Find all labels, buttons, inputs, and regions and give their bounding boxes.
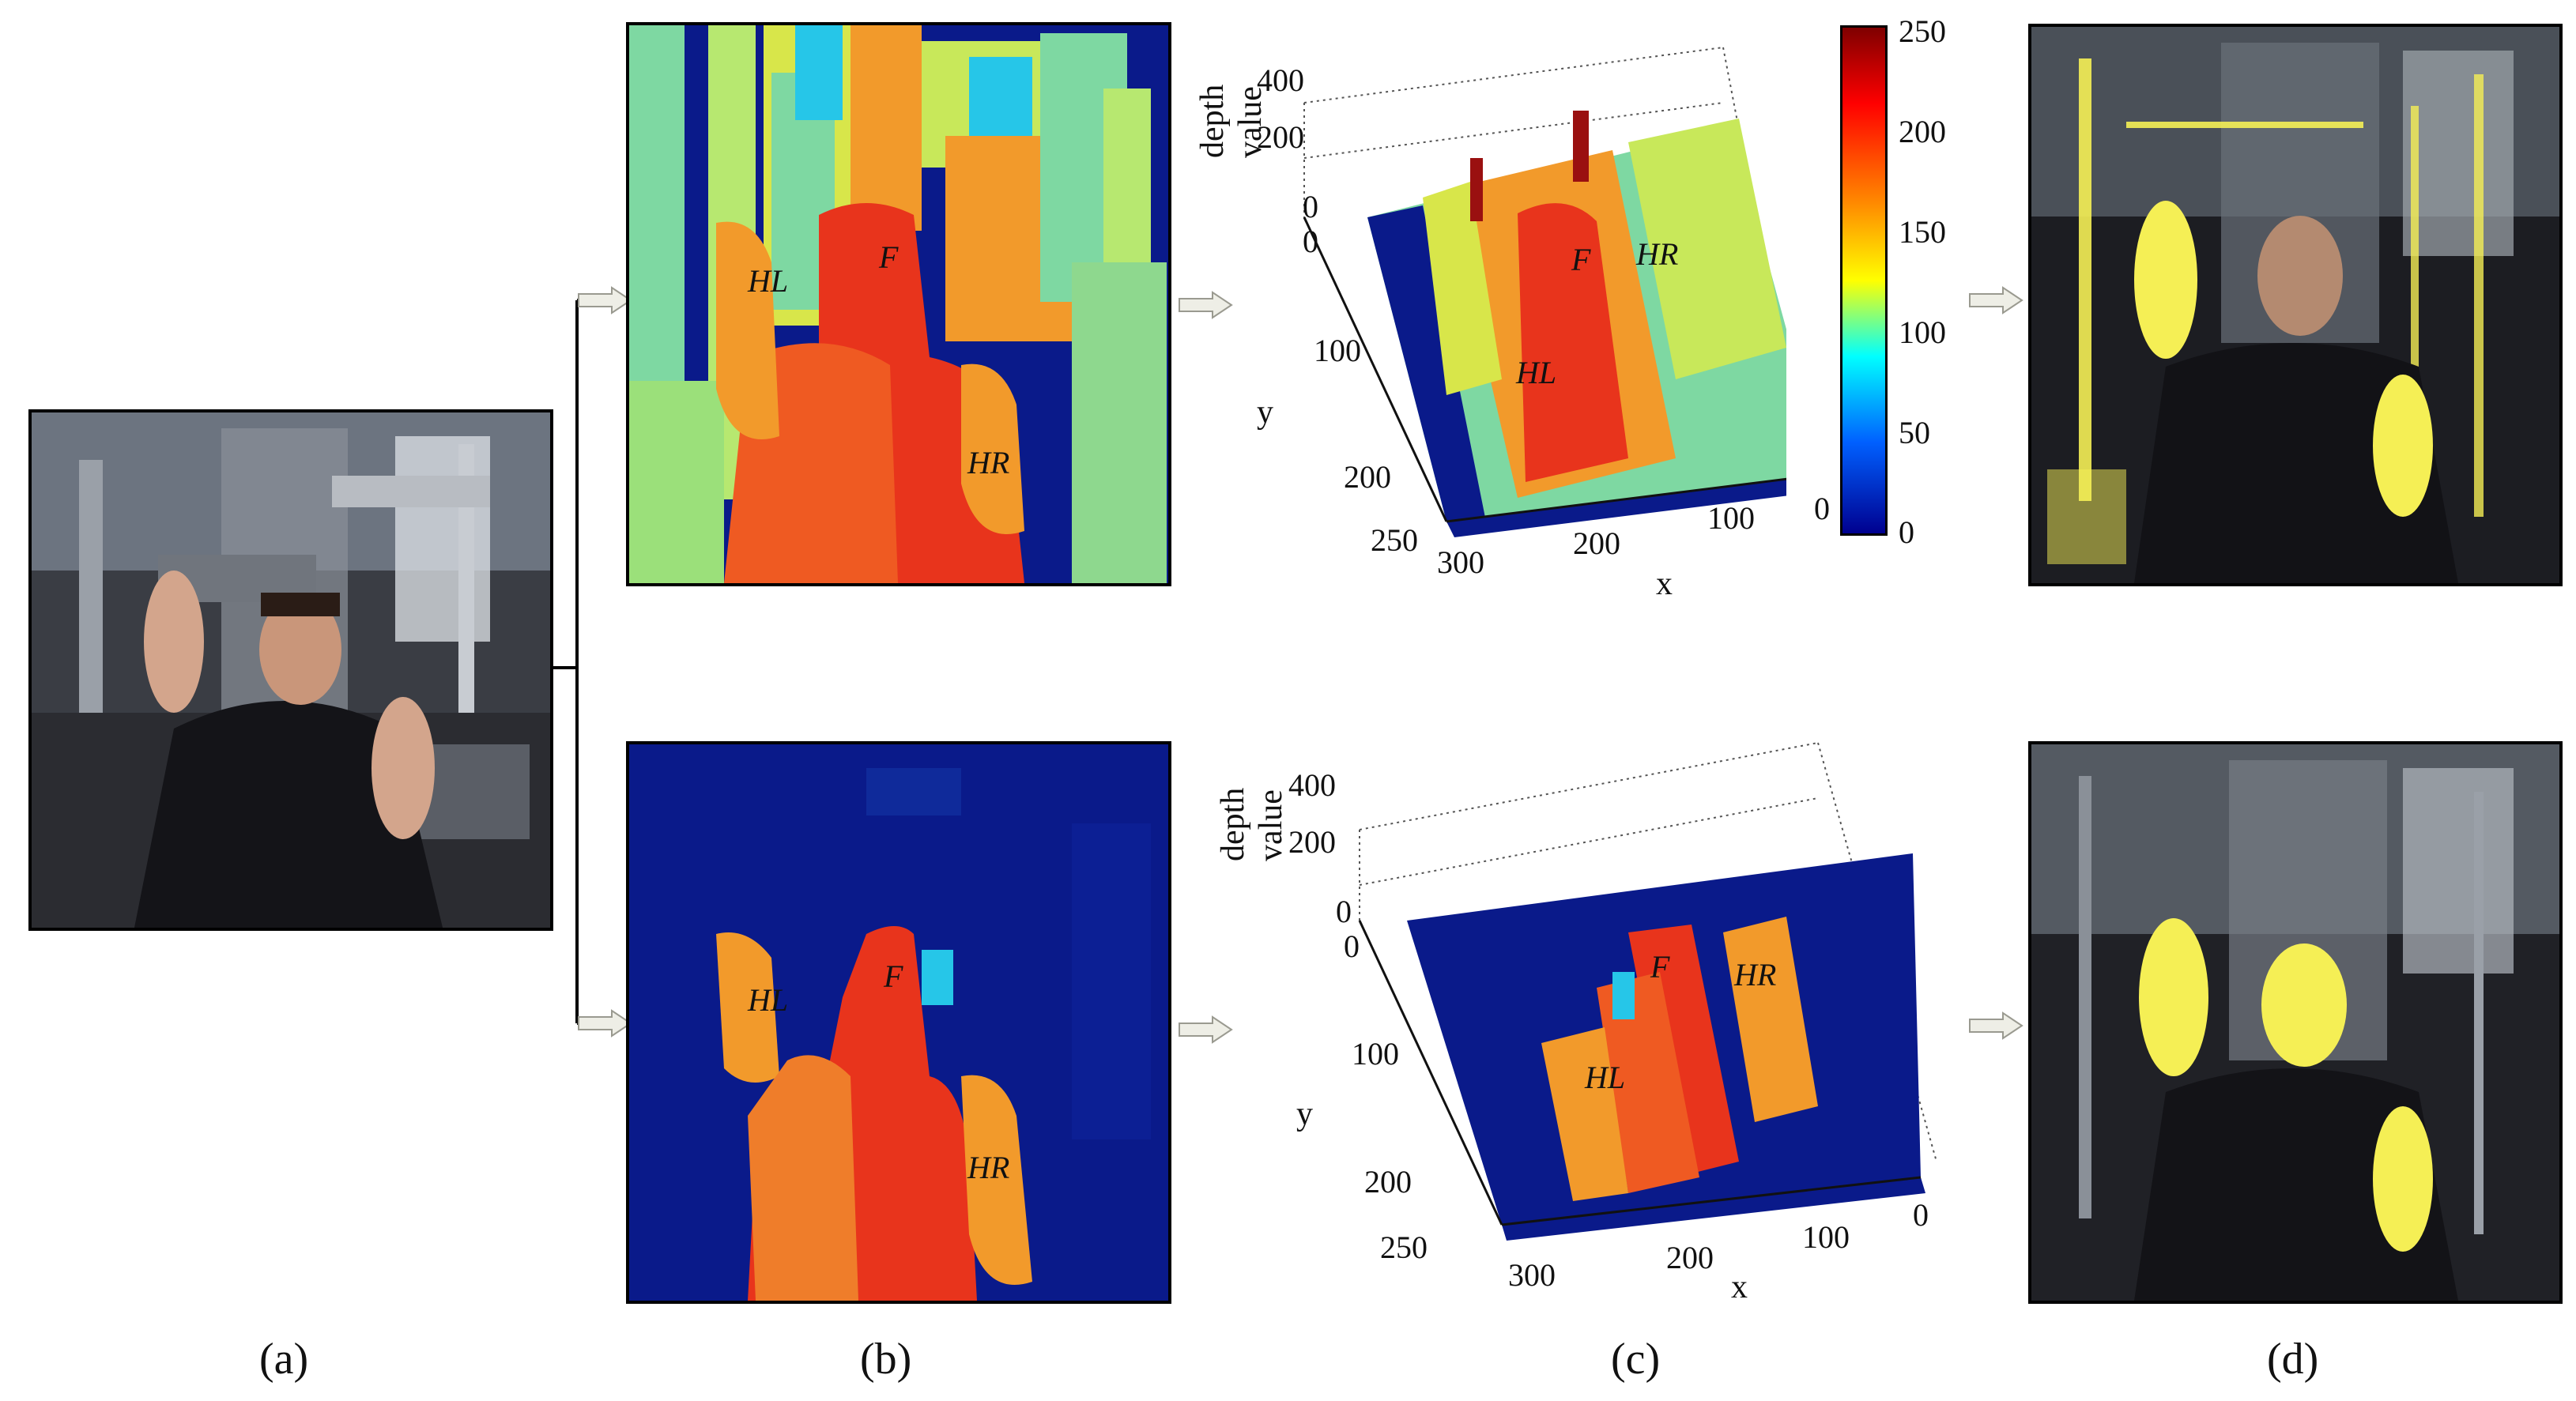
depth-map-segmented-image xyxy=(629,744,1168,1301)
panel-caption-a: (a) xyxy=(259,1335,309,1384)
colorbar xyxy=(1840,25,1888,536)
result-photo-segmented-image xyxy=(2031,744,2559,1301)
x-tick: 100 xyxy=(1707,500,1755,536)
y-tick: 100 xyxy=(1314,333,1361,368)
region-label-f: F xyxy=(879,239,899,275)
z-tick: 200 xyxy=(1257,119,1304,155)
region-label-hr: HR xyxy=(1636,236,1679,272)
y-tick: 0 xyxy=(1303,224,1318,259)
right-arrow-icon xyxy=(578,286,632,314)
y-tick: 200 xyxy=(1364,1164,1412,1200)
x-axis-title: x xyxy=(1656,566,1673,602)
y-tick: 250 xyxy=(1380,1230,1428,1265)
x-tick: 0 xyxy=(1913,1197,1929,1233)
surface-plot-raw: depth value 400 200 0 0 100 200 250 y 30… xyxy=(1186,16,1830,602)
region-label-hr: HR xyxy=(967,1150,1010,1185)
y-tick: 250 xyxy=(1371,522,1418,558)
z-tick: 400 xyxy=(1257,62,1304,98)
surface-plot-segmented: depth value 400 200 0 0 100 200 250 y 30… xyxy=(1186,735,1944,1312)
z-tick: 400 xyxy=(1288,767,1336,803)
right-arrow-icon xyxy=(1179,1015,1233,1044)
right-arrow-icon xyxy=(1969,286,2023,314)
region-label-hl: HL xyxy=(1516,355,1557,390)
x-tick: 300 xyxy=(1437,544,1484,580)
depth-map-segmented: HL F HR xyxy=(626,741,1171,1304)
z-tick: 200 xyxy=(1288,824,1336,860)
panel-caption-d: (d) xyxy=(2267,1335,2319,1384)
colorbar-tick: 100 xyxy=(1899,314,1946,350)
z-axis-title-line2: value xyxy=(1253,789,1289,861)
y-tick: 100 xyxy=(1352,1036,1399,1071)
right-arrow-icon xyxy=(1969,1011,2023,1040)
depth-map-raw: HL F HR xyxy=(626,22,1171,586)
result-photo-segmented xyxy=(2028,741,2563,1304)
region-label-hl: HL xyxy=(748,982,789,1018)
surface-plot-segmented-svg xyxy=(1358,742,1937,1241)
region-label-f: F xyxy=(1650,949,1670,985)
z-axis-title-line1: depth xyxy=(1215,787,1251,861)
colorbar-tick: 50 xyxy=(1899,415,1930,450)
x-tick: 200 xyxy=(1573,525,1620,561)
region-label-hr: HR xyxy=(967,445,1010,480)
surface-plot-raw-svg xyxy=(1303,47,1786,537)
colorbar-tick: 200 xyxy=(1899,114,1946,149)
z-tick: 0 xyxy=(1303,189,1318,224)
region-label-hr: HR xyxy=(1734,957,1777,992)
y-tick: 0 xyxy=(1344,928,1360,964)
z-axis-title-line1: depth xyxy=(1194,84,1231,158)
input-photo xyxy=(28,409,553,931)
x-tick: 0 xyxy=(1814,491,1830,526)
region-label-f: F xyxy=(1571,242,1591,277)
z-tick: 0 xyxy=(1336,894,1352,929)
colorbar-tick: 0 xyxy=(1899,514,1914,550)
panel-caption-b: (b) xyxy=(860,1335,912,1384)
right-arrow-icon xyxy=(1179,291,1233,319)
panel-caption-c: (c) xyxy=(1611,1335,1661,1384)
y-axis-title: y xyxy=(1296,1096,1313,1132)
result-photo-raw xyxy=(2028,24,2563,586)
colorbar-tick: 150 xyxy=(1899,214,1946,250)
colorbar-gradient xyxy=(1842,28,1885,533)
colorbar-tick: 250 xyxy=(1899,13,1946,49)
x-tick: 100 xyxy=(1802,1219,1850,1255)
region-label-hl: HL xyxy=(1585,1060,1626,1095)
x-tick: 300 xyxy=(1508,1257,1556,1293)
depth-map-raw-image xyxy=(629,25,1168,583)
result-photo-raw-image xyxy=(2031,27,2559,583)
right-arrow-icon xyxy=(578,1009,632,1038)
x-tick: 200 xyxy=(1666,1240,1714,1275)
input-photo-scene xyxy=(32,412,550,928)
region-label-f: F xyxy=(884,958,903,994)
region-label-hl: HL xyxy=(748,263,789,299)
y-tick: 200 xyxy=(1344,459,1391,495)
y-axis-title: y xyxy=(1257,394,1273,431)
x-axis-title: x xyxy=(1731,1269,1748,1305)
